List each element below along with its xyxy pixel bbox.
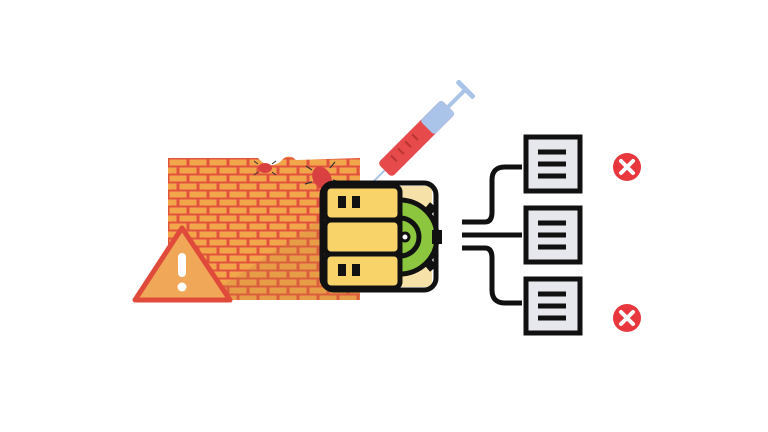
document-icon — [523, 205, 583, 265]
bracket-connector-icon — [462, 164, 522, 306]
document-icon — [523, 134, 583, 194]
server-icon — [319, 180, 442, 293]
document-icon — [523, 276, 583, 336]
bug-icon — [253, 160, 277, 176]
warning-triangle-icon — [132, 225, 233, 303]
gear-icon — [397, 197, 442, 277]
error-x-icon — [613, 153, 641, 181]
error-x-icon — [613, 304, 641, 332]
syringe-icon — [369, 79, 476, 186]
